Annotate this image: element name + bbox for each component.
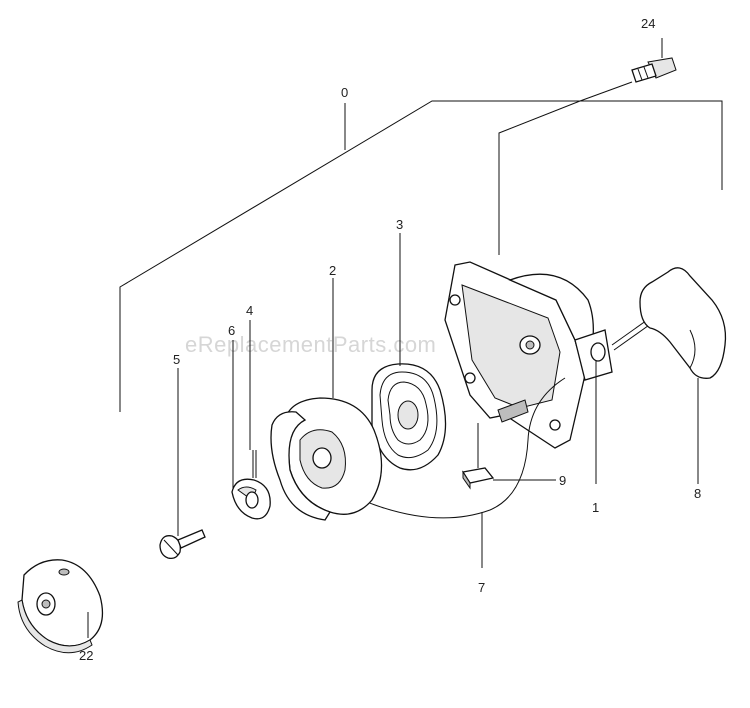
callout-9: 9 — [559, 473, 566, 488]
part-3-recoil-spring[interactable] — [371, 233, 447, 471]
part-8-starter-handle[interactable] — [611, 267, 727, 379]
callout-6: 6 — [228, 323, 235, 338]
part-5-screw[interactable] — [159, 368, 206, 560]
assembly-bracket-lines — [119, 81, 723, 412]
part-2-rope-reel[interactable] — [270, 278, 383, 521]
part-4-pawl-spring[interactable] — [249, 320, 257, 478]
callout-0: 0 — [341, 85, 348, 100]
callout-4: 4 — [246, 303, 253, 318]
callout-22: 22 — [79, 648, 93, 663]
part-6-ratchet-pawl[interactable] — [231, 340, 271, 520]
callout-1: 1 — [592, 500, 599, 515]
callout-labels: 24 0 3 2 4 6 5 9 1 8 7 22 — [79, 16, 701, 663]
callout-8: 8 — [694, 486, 701, 501]
callout-5: 5 — [173, 352, 180, 367]
part-9-pad[interactable] — [461, 423, 556, 490]
part-1-starter-housing[interactable] — [444, 261, 613, 449]
callout-2: 2 — [329, 263, 336, 278]
watermark: eReplacementParts.com — [185, 332, 436, 357]
callout-24: 24 — [641, 16, 655, 31]
callout-3: 3 — [396, 217, 403, 232]
part-24-screw[interactable] — [631, 38, 677, 83]
part-22-drive-cup[interactable] — [17, 559, 104, 654]
callout-7: 7 — [478, 580, 485, 595]
